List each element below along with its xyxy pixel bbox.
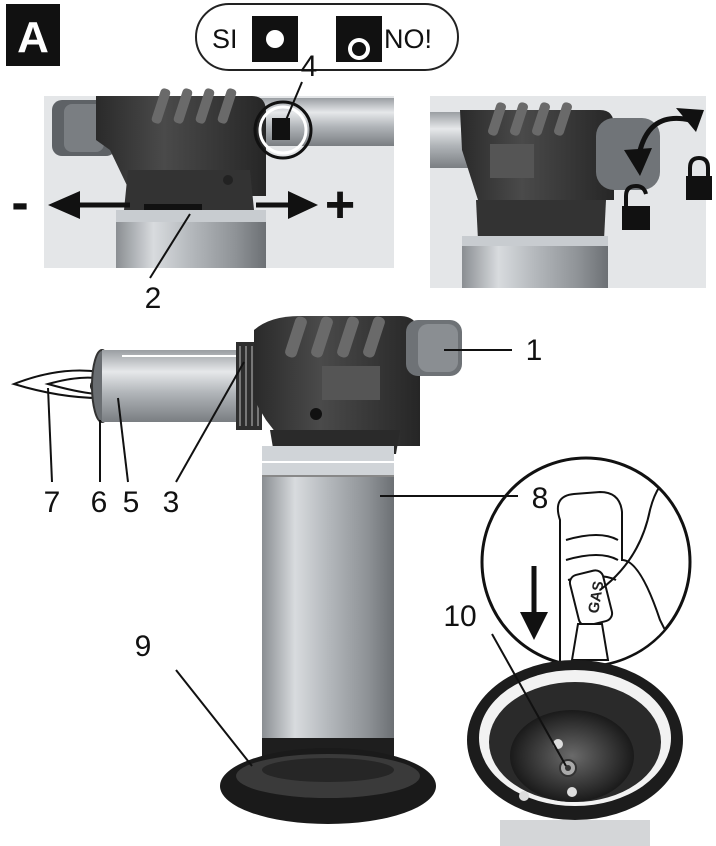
callout-3: 3 bbox=[163, 486, 180, 519]
lock-photo bbox=[430, 96, 712, 288]
si-label: SI bbox=[212, 24, 238, 54]
callout-1: 1 bbox=[526, 334, 543, 367]
callout-10: 10 bbox=[443, 600, 476, 633]
callout-4: 4 bbox=[301, 50, 318, 83]
flame-adjustment-photo bbox=[44, 88, 394, 268]
callout-6: 6 bbox=[91, 486, 108, 519]
callout-7: 7 bbox=[44, 486, 61, 519]
decrease-arrow: - bbox=[11, 174, 130, 232]
callout-lines bbox=[47, 81, 567, 767]
valve-highlight-ring bbox=[253, 100, 313, 160]
torch-main-photo bbox=[10, 316, 462, 824]
callout-8: 8 bbox=[532, 482, 549, 515]
panel-letter: A bbox=[17, 13, 49, 62]
locked-padlock-icon bbox=[686, 155, 712, 200]
increase-arrow: + bbox=[256, 176, 355, 234]
plus-sign: + bbox=[325, 176, 355, 234]
minus-sign: - bbox=[11, 174, 28, 232]
unlocked-padlock-icon bbox=[622, 183, 650, 230]
callout-9: 9 bbox=[135, 630, 152, 663]
no-label: NO! bbox=[384, 24, 432, 54]
valve-indicator-legend: SI NO! bbox=[195, 3, 459, 71]
callout-2: 2 bbox=[145, 282, 162, 315]
callout-5: 5 bbox=[123, 486, 140, 519]
panel-letter-badge: A bbox=[6, 4, 60, 66]
refill-valve-photo bbox=[467, 660, 683, 846]
